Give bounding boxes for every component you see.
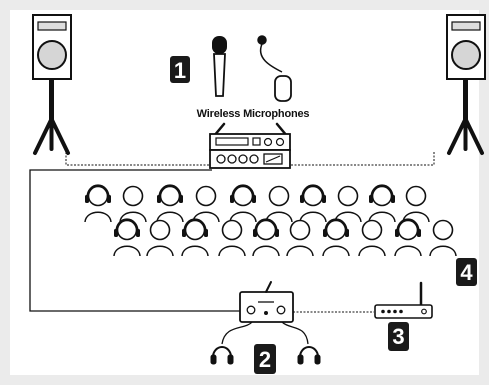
- listener-icon: [402, 185, 430, 223]
- listener-icon: [113, 218, 141, 257]
- right-headphones-icon: [297, 346, 321, 365]
- listener-icon: [146, 219, 174, 257]
- listener-icon: [229, 184, 257, 223]
- listener-icon: [119, 185, 147, 223]
- listener-icon: [252, 218, 280, 257]
- right-speaker-icon: [446, 14, 486, 155]
- cable-left-speaker: [65, 152, 212, 166]
- listener-icon: [265, 185, 293, 223]
- wireless-microphones-caption: Wireless Microphones: [197, 108, 310, 120]
- left-speaker-icon: [32, 14, 72, 155]
- cable-to-left-headphones: [221, 321, 253, 345]
- left-headphones-icon: [210, 346, 234, 365]
- listener-headphones-icon: [114, 218, 140, 237]
- step-1-label: 1: [174, 58, 186, 83]
- step-4-badge: 4: [456, 258, 477, 286]
- lavalier-microphone-icon: [257, 35, 292, 102]
- listener-icon: [322, 218, 350, 257]
- cable-receiver-to-transmitter: [29, 169, 240, 312]
- listener-headphones-icon: [300, 184, 326, 203]
- step-4-label: 4: [460, 260, 473, 285]
- wireless-router-icon: [374, 281, 433, 319]
- listener-headphones-icon: [230, 184, 256, 203]
- step-3-badge: 3: [388, 322, 409, 351]
- listener-icon: [334, 185, 362, 223]
- listener-icon: [84, 184, 112, 223]
- audience: [84, 184, 457, 257]
- step-2-label: 2: [259, 347, 271, 372]
- listener-headphones-icon: [85, 184, 111, 203]
- step-3-label: 3: [392, 324, 404, 349]
- cable-to-right-headphones: [281, 321, 309, 345]
- listener-icon: [358, 219, 386, 257]
- listener-icon: [156, 184, 184, 223]
- listener-headphones-icon: [395, 218, 421, 237]
- listener-icon: [218, 219, 246, 257]
- audio-transmitter-icon: [239, 281, 294, 323]
- cables: [29, 152, 435, 345]
- listener-headphones-icon: [369, 184, 395, 203]
- listener-icon: [181, 218, 209, 257]
- step-1-badge: 1: [170, 56, 190, 83]
- listener-icon: [429, 219, 457, 257]
- cable-right-speaker: [268, 152, 435, 166]
- wireless-receiver-icon: [209, 122, 291, 169]
- listener-icon: [394, 218, 422, 257]
- listener-icon: [286, 219, 314, 257]
- listener-headphones-icon: [157, 184, 183, 203]
- handheld-microphone-icon: [212, 36, 227, 97]
- listener-headphones-icon: [182, 218, 208, 237]
- step-2-badge: 2: [254, 344, 276, 374]
- listener-icon: [299, 184, 327, 223]
- listener-icon: [368, 184, 396, 223]
- listener-headphones-icon: [253, 218, 279, 237]
- listener-icon: [192, 185, 220, 223]
- listener-headphones-icon: [323, 218, 349, 237]
